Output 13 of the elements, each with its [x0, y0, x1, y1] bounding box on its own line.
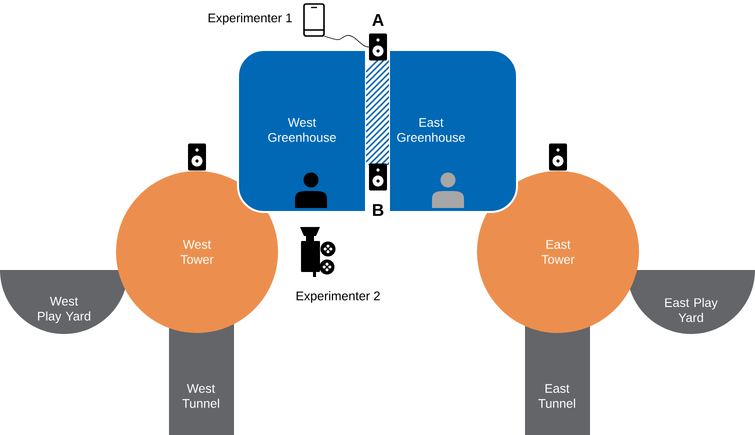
- speaker-label: B: [373, 204, 384, 216]
- tunnel: West Tunnel: [169, 320, 234, 435]
- greenhouse-area: East Greenhouse: [388, 49, 518, 213]
- phone-icon: [303, 3, 325, 37]
- experimenter-label: Experimenter 2: [296, 291, 380, 303]
- speaker-icon: [369, 34, 387, 60]
- play-yard: East Play Yard: [627, 270, 755, 334]
- cable: [324, 35, 370, 48]
- tunnel: East Tunnel: [525, 320, 590, 435]
- play-yard: West Play Yard: [0, 270, 128, 334]
- greenhouse-area: West Greenhouse: [237, 49, 367, 213]
- speaker-label: A: [372, 14, 384, 26]
- experimenter-label: Experimenter 1: [208, 13, 292, 25]
